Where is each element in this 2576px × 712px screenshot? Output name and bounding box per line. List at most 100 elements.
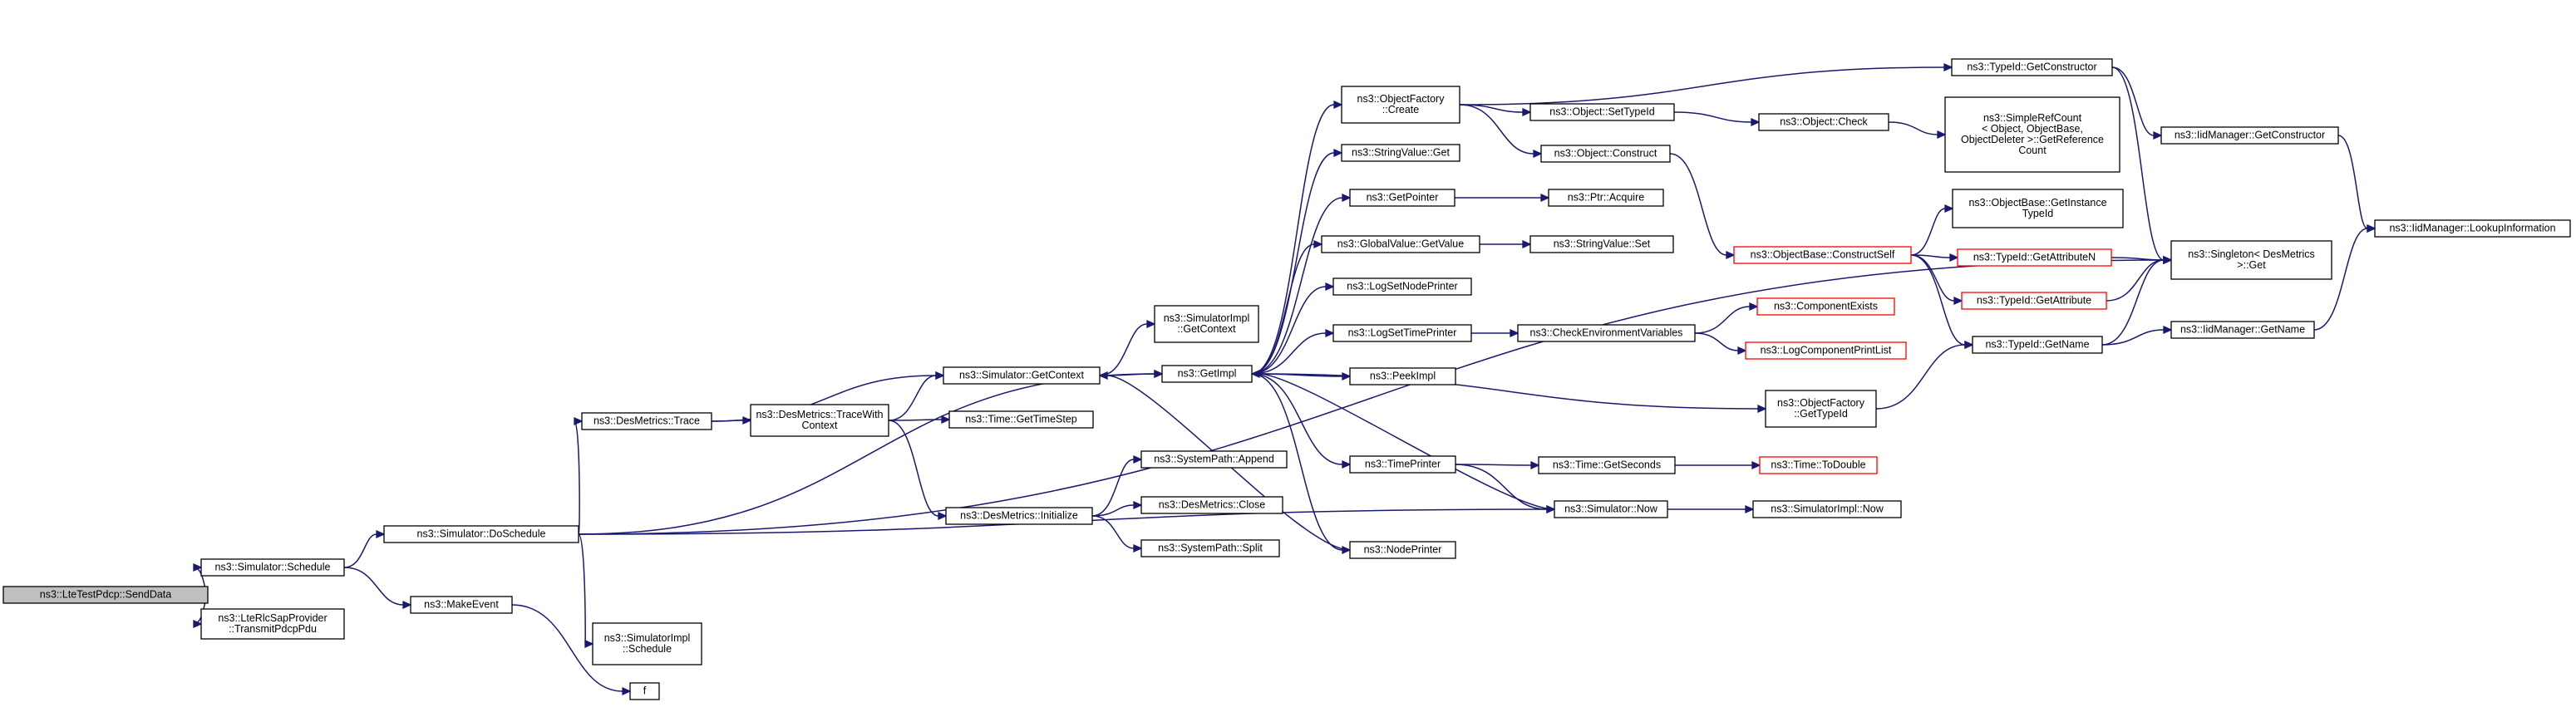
edge-typeidgetname-to-iidgetname [2101,325,2173,346]
node-label: ns3::Object::Check [1780,116,1868,128]
node-sysappend[interactable]: ns3::SystemPath::Append [1140,450,1288,469]
node-strvalget[interactable]: ns3::StringValue::Get [1341,144,1460,162]
node-construct_self[interactable]: ns3::ObjectBase::ConstructSelf [1733,246,1912,264]
node-desclose[interactable]: ns3::DesMetrics::Close [1140,496,1283,514]
node-simimplgetctx[interactable]: ns3::SimulatorImpl::GetContext [1154,305,1259,343]
edge-line [2111,66,2155,136]
node-rlcsap[interactable]: ns3::LteRlcSapProvider::TransmitPdcpPdu [200,608,345,640]
node-objconstruct[interactable]: ns3::Object::Construct [1540,145,1671,163]
node-label: ns3::TypeId::GetName [1985,339,2089,351]
edge-line [1910,254,1966,346]
node-peekimpl[interactable]: ns3::PeekImpl [1349,367,1456,385]
node-destrace[interactable]: ns3::DesMetrics::Trace [581,412,712,430]
node-todouble[interactable]: ns3::Time::ToDouble [1759,456,1878,474]
node-iidgetname[interactable]: ns3::IidManager::GetName [2170,321,2315,339]
node-checkenv[interactable]: ns3::CheckEnvironmentVariables [1517,324,1696,342]
node-box [1952,189,2124,228]
edge-line [1251,373,1759,410]
node-box [1961,292,2107,310]
node-logtime[interactable]: ns3::LogSetTimePrinter [1332,324,1472,342]
node-box [1733,246,1912,264]
edge-line [1875,344,1966,410]
node-ptracquire[interactable]: ns3::Ptr::Acquire [1548,189,1664,207]
node-label: ns3::GlobalValue::GetValue [1337,238,1464,250]
node-label: ::TransmitPdcpPdu [229,623,317,635]
node-objsettype[interactable]: ns3::Object::SetTypeId [1529,103,1675,121]
node-gettimestep[interactable]: ns3::Time::GetTimeStep [948,410,1094,429]
node-objcheck[interactable]: ns3::Object::Check [1758,113,1889,131]
node-box [2160,126,2339,145]
edge-arrowhead [1133,500,1143,510]
edge-arrowhead [941,415,951,425]
node-objfactcreate[interactable]: ns3::ObjectFactory::Create [1341,86,1460,124]
node-globalget[interactable]: ns3::GlobalValue::GetValue [1321,235,1480,253]
node-box [1140,450,1288,469]
node-lognode[interactable]: ns3::LogSetNodePrinter [1332,277,1472,296]
edge-getseconds-to-todouble [1675,460,1761,470]
node-label: ns3::ObjectFactory [1777,397,1865,409]
edge-makeevent-to-f [511,604,632,696]
node-nodeprinter[interactable]: ns3::NodePrinter [1349,541,1456,559]
node-f[interactable]: f [629,682,660,700]
node-strvalset[interactable]: ns3::StringValue::Set [1529,235,1674,253]
edge-arrowhead [2163,325,2173,335]
node-simimplsched[interactable]: ns3::SimulatorImpl::Schedule [592,622,702,665]
node-label: ns3::TimePrinter [1365,459,1441,470]
node-objfactgettype[interactable]: ns3::ObjectFactory::GetTypeId [1765,390,1877,428]
node-iidlookup[interactable]: ns3::IidManager::LookupInformation [2374,219,2571,238]
node-iidgetctor[interactable]: ns3::IidManager::GetConstructor [2160,126,2339,145]
node-root[interactable]: ns3::LteTestPdcp::SendData [2,586,209,604]
node-label: ns3::SimulatorImpl [1164,312,1250,324]
node-label: ns3::LogComponentPrintList [1761,345,1892,356]
edge-getimpl-to-objfactcreate [1251,100,1343,375]
node-singleton[interactable]: ns3::Singleton< DesMetrics >::Get [2170,240,2332,280]
node-logcompprint[interactable]: ns3::LogComponentPrintList [1745,341,1907,360]
node-typeidgetname[interactable]: ns3::TypeId::GetName [1972,336,2103,354]
node-label: ns3::ObjectBase::ConstructSelf [1751,249,1895,261]
node-box [200,558,345,577]
edge-arrowhead [1749,302,1759,312]
edge-dosched-to-simimplsched [578,533,594,649]
node-desinit[interactable]: ns3::DesMetrics::Initialize [945,507,1093,525]
edge-getimpl-to-logtime [1251,328,1335,375]
node-box [948,410,1094,429]
node-label: ns3::Simulator::GetContext [959,370,1085,381]
node-label: ns3::StringValue::Set [1554,238,1651,250]
node-syssplit[interactable]: ns3::SystemPath::Split [1140,539,1280,557]
edge-tracewith-to-gettimestep [888,415,951,425]
edge-arrowhead [574,416,584,426]
node-makeevent[interactable]: ns3::MakeEvent [410,596,513,614]
edge-line [1251,332,1327,375]
node-label: ns3::NodePrinter [1364,544,1442,556]
edge-objfactcreate-to-typeidgetctor [1459,62,1953,106]
edge-simnow-to-getimpl [1250,369,1555,510]
node-box [1140,496,1283,514]
edge-line [511,604,623,692]
edge-arrowhead [1522,239,1532,249]
node-box [1756,297,1895,316]
node-dosched[interactable]: ns3::Simulator::DoSchedule [383,525,579,543]
edge-line [1251,197,1343,375]
node-simnow[interactable]: ns3::Simulator::Now [1554,500,1668,518]
edge-arrowhead [2163,255,2173,265]
node-sched[interactable]: ns3::Simulator::Schedule [200,558,345,577]
node-simimplnow[interactable]: ns3::SimulatorImpl::Now [1752,500,1902,518]
node-getattrn[interactable]: ns3::TypeId::GetAttributeN [1957,248,2112,267]
node-getseconds[interactable]: ns3::Time::GetSeconds [1538,456,1676,474]
node-typeidgetctor[interactable]: ns3::TypeId::GetConstructor [1951,58,2113,76]
node-getpointer[interactable]: ns3::GetPointer [1349,189,1455,207]
edge-arrowhead [935,371,945,381]
node-timeprinter[interactable]: ns3::TimePrinter [1349,455,1456,474]
edge-iidgetname-to-iidlookup [2313,223,2377,331]
node-getattr[interactable]: ns3::TypeId::GetAttribute [1961,292,2107,310]
node-simplerefcount[interactable]: ns3::SimpleRefCount< Object, ObjectBase,… [1944,96,2120,173]
node-label: ns3::SimulatorImpl::Now [1771,503,1884,515]
node-getcontext[interactable]: ns3::Simulator::GetContext [943,366,1101,385]
node-compexists[interactable]: ns3::ComponentExists [1756,297,1895,316]
node-label: ns3::IidManager::GetName [2180,324,2305,336]
edge-sched-to-makeevent [343,567,412,610]
edge-getpointer-to-ptracquire [1454,193,1550,203]
node-getimpl[interactable]: ns3::GetImpl [1161,365,1253,383]
